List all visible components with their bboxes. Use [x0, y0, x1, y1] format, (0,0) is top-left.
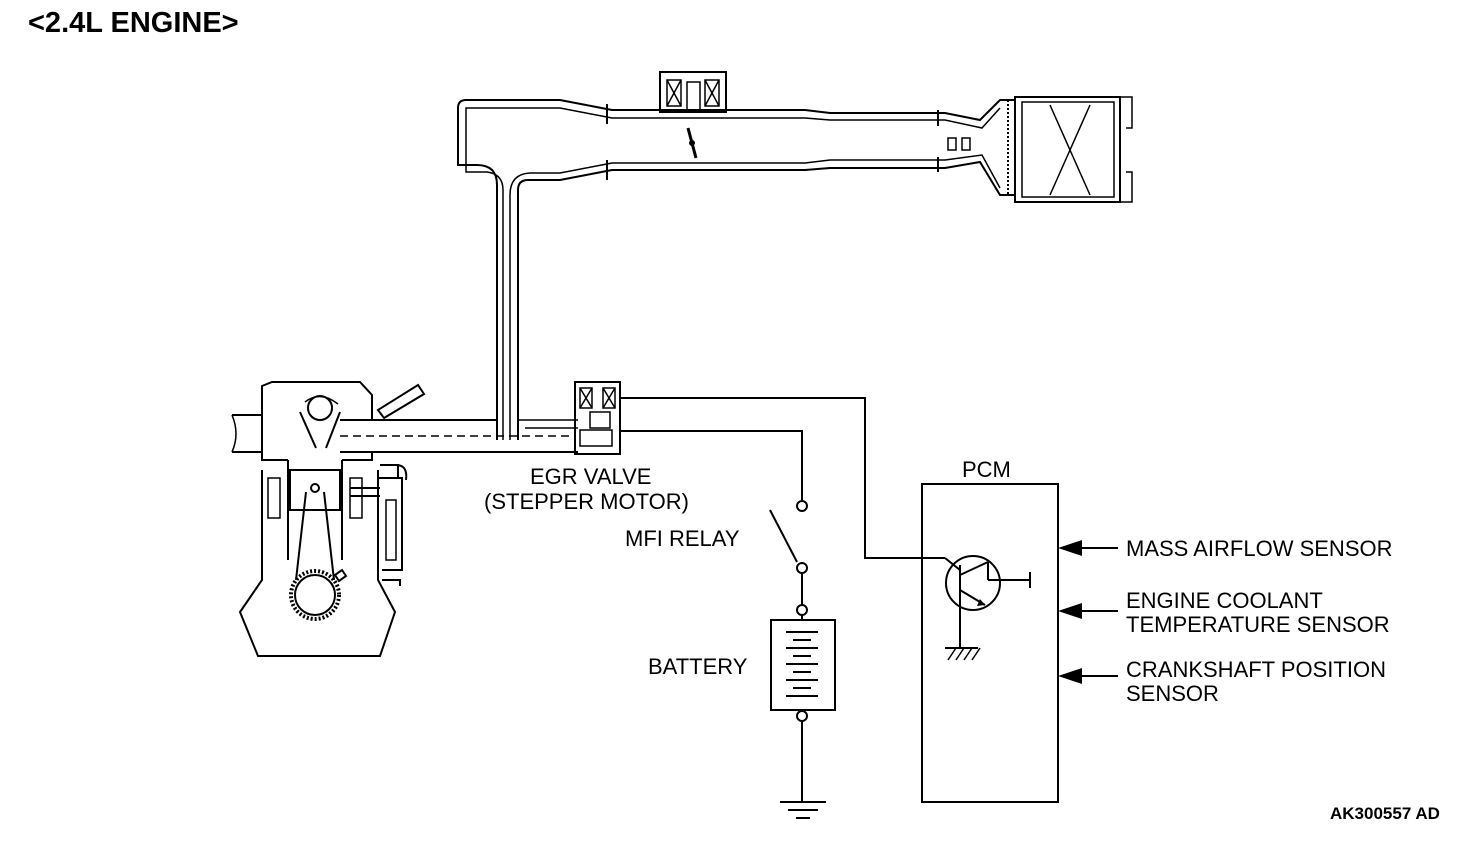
- battery-cells: [786, 631, 818, 697]
- throttle-valve: [686, 127, 698, 159]
- diagram-title: <2.4L ENGINE>: [28, 7, 239, 39]
- sensor-ckp-label-line2: SENSOR: [1126, 681, 1219, 706]
- sensor-input-arrows: [1058, 540, 1118, 684]
- figure-code: AK300557 AD: [1330, 804, 1440, 823]
- sensor-ect-label-line1: ENGINE COOLANT: [1126, 588, 1323, 613]
- ground-symbol: [780, 801, 826, 819]
- battery-symbol: [770, 619, 836, 711]
- intake-air-duct: [457, 99, 1015, 440]
- wiring: [620, 397, 945, 819]
- sensor-maf-label: MASS AIRFLOW SENSOR: [1126, 536, 1393, 561]
- throttle-actuator: [659, 71, 727, 113]
- sensor-ckp-label-line1: CRANKSHAFT POSITION: [1126, 657, 1386, 682]
- airflow-sensor-element: [947, 137, 971, 151]
- battery-label: BATTERY: [648, 654, 748, 679]
- pcm-label: PCM: [962, 457, 1011, 482]
- egr-valve-label-line2: (STEPPER MOTOR): [484, 489, 689, 514]
- pcm-unit: [921, 483, 1059, 803]
- egr-valve: [574, 381, 621, 455]
- egr-gas-passage: [340, 419, 578, 453]
- mfi-relay-label: MFI RELAY: [625, 526, 740, 551]
- air-cleaner: [1007, 96, 1133, 203]
- egr-valve-label-line1: EGR VALVE: [530, 464, 651, 489]
- sensor-ect-label-line2: TEMPERATURE SENSOR: [1126, 612, 1390, 637]
- engine: [231, 381, 426, 657]
